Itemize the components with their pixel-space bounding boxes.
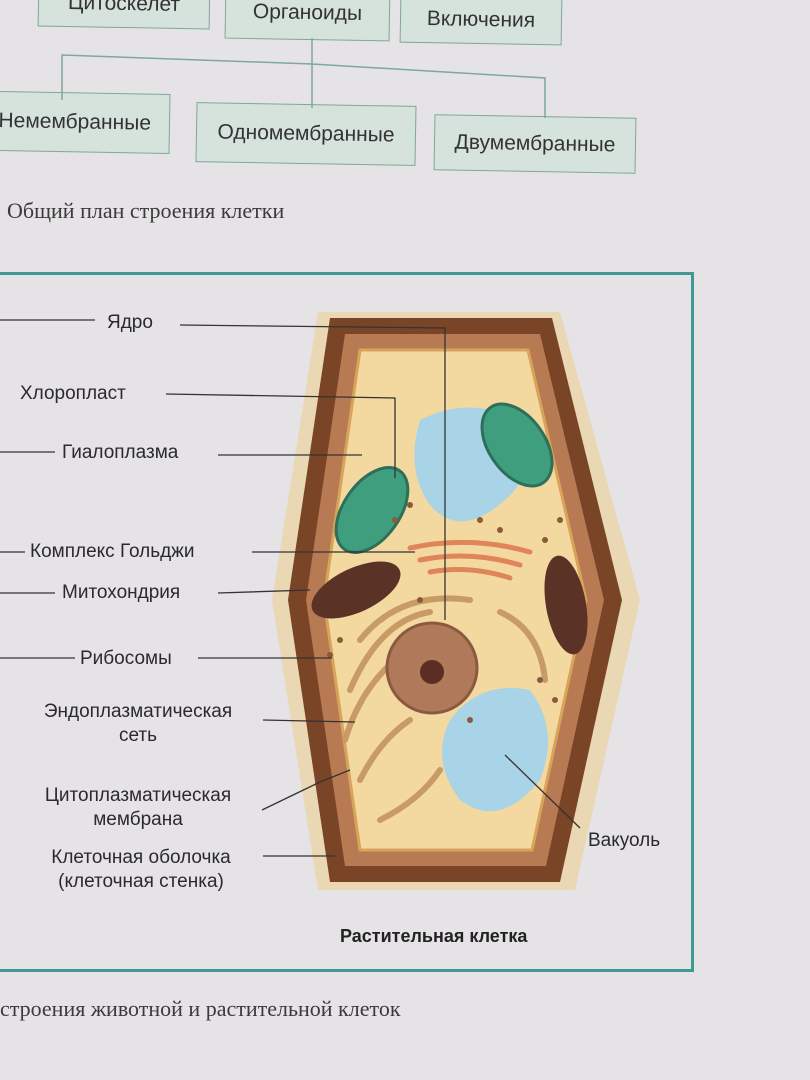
mitochondrion-2 <box>544 555 588 655</box>
label-golgi: Комплекс Гольджи <box>30 541 195 562</box>
scheme-connectors <box>61 38 546 118</box>
chloroplast-1 <box>334 466 410 554</box>
label-hyaloplasm: Гиалоплазма <box>62 442 179 463</box>
mitochondrion-1 <box>311 561 401 619</box>
nucleolus <box>420 660 444 684</box>
ribosomes <box>327 502 563 723</box>
scheme-caption: . Общий план строения клетки <box>0 198 285 223</box>
figure-frame <box>0 272 694 972</box>
chloroplast-2 <box>480 402 554 488</box>
figure-title: Растительная клетка <box>340 926 528 946</box>
label-membrane: Цитоплазматическая мембрана <box>16 784 260 832</box>
label-ribosomes: Рибосомы <box>80 648 172 669</box>
label-er-line2: сеть <box>118 725 158 746</box>
label-nucleus: Ядро <box>107 312 153 333</box>
label-cell-wall: Клеточная оболочка (клеточная стенка) <box>22 846 260 894</box>
label-mitochondrion: Митохондрия <box>62 582 181 603</box>
label-membrane-line2: мембрана <box>93 809 183 830</box>
label-vacuole: Вакуоль <box>588 830 661 851</box>
label-cell-wall-line2: (клеточная стенка) <box>58 871 224 892</box>
golgi-complex <box>407 539 533 581</box>
leader-lines <box>0 319 581 857</box>
label-er-line1: Эндоплазматическая <box>43 701 233 722</box>
label-chloroplast: Хлоропласт <box>20 383 126 404</box>
label-cell-wall-line1: Клеточная оболочка <box>51 847 231 868</box>
figure-caption: строения животной и растительной клеток <box>0 996 401 1021</box>
label-er: Эндоплазматическая сеть <box>16 700 260 748</box>
label-membrane-line1: Цитоплазматическая <box>44 785 232 806</box>
